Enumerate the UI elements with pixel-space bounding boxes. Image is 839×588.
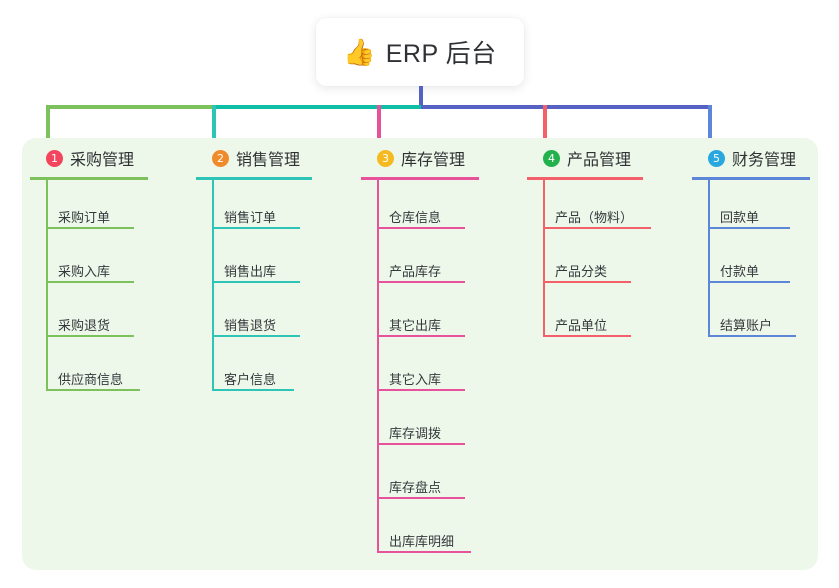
diagram-panel <box>22 138 818 570</box>
drop-line-4 <box>543 105 547 140</box>
branch-title-3: 库存管理 <box>401 152 466 169</box>
branch-badge-3: 3 <box>377 149 394 167</box>
leaf-label[interactable]: 客户信息 <box>224 372 277 387</box>
branch-title-4: 产品管理 <box>567 152 632 169</box>
branch-header-3[interactable]: 3 库存管理 <box>361 145 479 171</box>
leaf-label[interactable]: 仓库信息 <box>389 210 442 225</box>
leaf-rule <box>377 335 465 337</box>
leaf-label[interactable]: 产品（物料） <box>555 210 634 225</box>
branch-column-5: 5 财务管理回款单付款单结算账户 <box>692 145 810 337</box>
branch-column-2: 2 销售管理销售订单销售出库销售退货客户信息 <box>196 145 312 391</box>
branch-title-2: 销售管理 <box>236 152 301 169</box>
leaf-label[interactable]: 销售退货 <box>224 318 277 333</box>
root-title: ERP 后台 <box>385 40 497 68</box>
leaf-rule <box>377 497 465 499</box>
leaf-rule <box>377 281 465 283</box>
bus-segment-3 <box>421 105 712 109</box>
leaf-rule <box>543 335 631 337</box>
drop-line-5 <box>708 105 712 140</box>
branch-rule-3 <box>361 177 479 180</box>
branch-header-5[interactable]: 5 财务管理 <box>692 145 810 171</box>
branch-title-5: 财务管理 <box>732 152 797 169</box>
leaf-label[interactable]: 产品单位 <box>555 318 608 333</box>
leaf-label[interactable]: 采购订单 <box>58 210 111 225</box>
branch-spine-1 <box>46 179 48 389</box>
leaf-rule <box>377 443 465 445</box>
leaf-label[interactable]: 出库库明细 <box>389 534 455 549</box>
leaf-label[interactable]: 付款单 <box>720 264 760 279</box>
leaf-label[interactable]: 回款单 <box>720 210 760 225</box>
leaf-rule <box>377 227 465 229</box>
leaf-label[interactable]: 库存调拨 <box>389 426 442 441</box>
leaf-label[interactable]: 结算账户 <box>720 318 773 333</box>
leaf-label[interactable]: 供应商信息 <box>58 372 124 387</box>
drop-line-1 <box>46 105 50 140</box>
branch-column-3: 3 库存管理仓库信息产品库存其它出库其它入库库存调拨库存盘点出库库明细 <box>361 145 479 553</box>
trunk-line <box>419 86 423 108</box>
leaf-rule <box>543 281 631 283</box>
branch-spine-2 <box>212 179 214 389</box>
leaf-rule <box>46 227 134 229</box>
thumbs-up-icon: 👍 <box>343 37 376 67</box>
branch-header-2[interactable]: 2 销售管理 <box>196 145 312 171</box>
leaf-label[interactable]: 销售订单 <box>224 210 277 225</box>
branch-column-1: 1 采购管理采购订单采购入库采购退货供应商信息 <box>30 145 148 391</box>
leaf-rule <box>212 281 300 283</box>
bus-segment-1 <box>46 105 212 109</box>
branch-header-1[interactable]: 1 采购管理 <box>30 145 148 171</box>
leaf-rule <box>708 227 790 229</box>
leaf-label[interactable]: 产品库存 <box>389 264 442 279</box>
leaf-label[interactable]: 其它入库 <box>389 372 442 387</box>
branch-rule-5 <box>692 177 810 180</box>
branch-badge-2: 2 <box>212 149 229 167</box>
leaf-rule <box>708 281 790 283</box>
leaf-rule <box>212 227 300 229</box>
branch-title-1: 采购管理 <box>70 152 135 169</box>
branch-rule-4 <box>527 177 643 180</box>
leaf-label[interactable]: 销售出库 <box>224 264 277 279</box>
branch-spine-4 <box>543 179 545 335</box>
branch-rule-2 <box>196 177 312 180</box>
leaf-rule <box>212 335 300 337</box>
branch-badge-1: 1 <box>46 149 63 167</box>
drop-line-2 <box>212 105 216 140</box>
leaf-label[interactable]: 产品分类 <box>555 264 608 279</box>
root-node[interactable]: 👍 ERP 后台 <box>316 18 524 86</box>
drop-line-3 <box>377 105 381 140</box>
leaf-rule <box>543 227 651 229</box>
leaf-label[interactable]: 采购入库 <box>58 264 111 279</box>
branch-badge-5: 5 <box>708 149 725 167</box>
branch-column-4: 4 产品管理产品（物料） 产品分类产品单位 <box>527 145 651 337</box>
branch-spine-5 <box>708 179 710 335</box>
leaf-rule <box>46 335 134 337</box>
leaf-label[interactable]: 其它出库 <box>389 318 442 333</box>
leaf-rule <box>46 281 134 283</box>
leaf-rule <box>377 551 471 553</box>
bus-segment-2 <box>212 105 421 109</box>
leaf-rule <box>708 335 796 337</box>
branch-badge-4: 4 <box>543 149 560 167</box>
leaf-rule <box>46 389 140 391</box>
leaf-rule <box>212 389 294 391</box>
branch-header-4[interactable]: 4 产品管理 <box>527 145 643 171</box>
leaf-label[interactable]: 采购退货 <box>58 318 111 333</box>
branch-spine-3 <box>377 179 379 551</box>
leaf-rule <box>377 389 465 391</box>
branch-rule-1 <box>30 177 148 180</box>
leaf-label[interactable]: 库存盘点 <box>389 480 442 495</box>
